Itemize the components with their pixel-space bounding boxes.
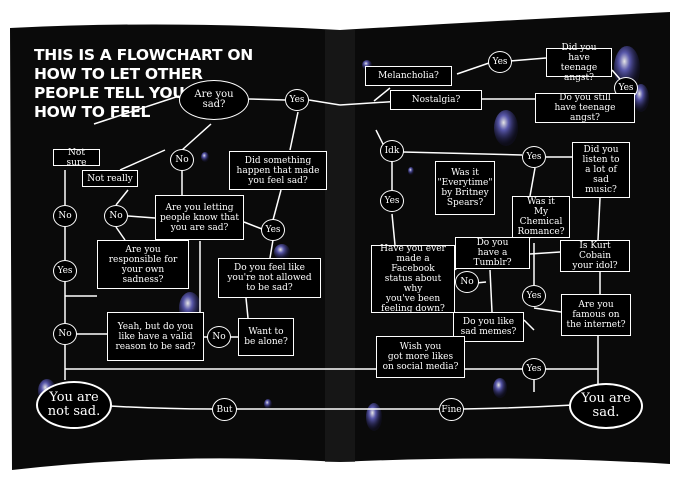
answer-no-left-2: No: [53, 323, 77, 345]
question-everytime-britney: Was it "Everytime" by Britney Spears?: [435, 161, 495, 215]
question-valid-reason: Yeah, but do you like have a valid reaso…: [107, 312, 204, 361]
answer-not-really: Not really: [82, 170, 138, 187]
answer-yes-left: Yes: [53, 260, 77, 282]
answer-yes-r4: Yes: [380, 190, 404, 212]
question-sad-music: Did you listen to a lot of sad music?: [572, 142, 630, 198]
answer-yes-r6: Yes: [522, 358, 546, 380]
question-still-teenage-angst: Do you still have teenage angst?: [535, 93, 635, 123]
question-not-allowed: Do you feel like you're not allowed to b…: [218, 258, 321, 298]
question-my-chemical-romance: Was it My Chemical Romance?: [512, 196, 570, 238]
question-sad-memes: Do you like sad memes?: [453, 312, 524, 342]
question-responsible: Are you responsible for your own sadness…: [97, 240, 189, 289]
answer-yes-r1: Yes: [488, 51, 512, 73]
title-line-4: HOW TO FEEL: [34, 103, 151, 121]
spine-shadow: [325, 30, 355, 462]
answer-not-sure: Not sure: [53, 148, 100, 168]
question-tumblr: Do you have a Tumblr?: [455, 237, 530, 269]
question-did-something-happen: Did something happen that made you feel …: [229, 151, 327, 190]
title-line-3: PEOPLE TELL YOU: [34, 84, 185, 102]
question-letting-people-know: Are you letting people know that you are…: [155, 195, 244, 240]
question-facebook-status: Have you ever made a Facebook status abo…: [371, 244, 455, 314]
title-line-1: THIS IS A FLOWCHART ON: [34, 46, 253, 64]
question-nostalgia: Nostalgia?: [390, 90, 482, 110]
question-are-you-sad: Are you sad?: [179, 80, 249, 120]
answer-fine: Fine: [439, 398, 464, 421]
answer-yes-c: Yes: [261, 219, 285, 241]
result-not-sad: You are not sad.: [36, 381, 112, 429]
answer-yes-top: Yes: [285, 89, 309, 111]
question-kurt-cobain: Is Kurt Cobain your idol?: [560, 240, 630, 272]
answer-but: But: [212, 398, 237, 421]
answer-no-d: No: [207, 326, 231, 348]
answer-idk: Idk: [380, 140, 404, 162]
question-teenage-angst: Did you have teenage angst?: [546, 43, 612, 83]
title-line-2: HOW TO LET OTHER: [34, 65, 203, 83]
answer-no-a: No: [170, 149, 194, 171]
result-you-are-sad: You are sad.: [569, 383, 643, 429]
answer-yes-r5: Yes: [522, 285, 546, 307]
question-famous-internet: Are you famous on the internet?: [561, 294, 631, 336]
question-melancholia: Melancholia?: [365, 66, 452, 86]
question-more-likes: Wish you got more likes on social media?: [376, 336, 465, 378]
answer-no-b: No: [104, 205, 128, 227]
question-want-to-be-alone: Want to be alone?: [238, 318, 294, 356]
answer-yes-r3: Yes: [522, 146, 546, 168]
answer-no-left-1: No: [53, 205, 77, 227]
answer-no-r: No: [455, 271, 479, 293]
